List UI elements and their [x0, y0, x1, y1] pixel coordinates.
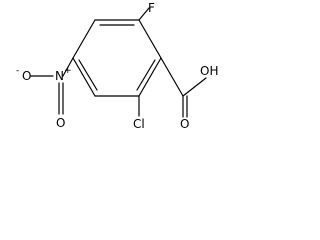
carbonyl-oxygen-label: O — [180, 117, 189, 131]
molecule-drawing: F Cl OH O N + O - O — [16, 1, 218, 131]
carboxyl-carbon-bond — [160, 57, 184, 97]
ring-bond-bottom-right — [138, 57, 162, 97]
ring-double-bond-left — [78, 59, 98, 91]
chlorine-label: Cl — [133, 117, 145, 131]
ring-bond-top-right — [138, 19, 162, 59]
nitro-oxygen-charge: - — [16, 66, 19, 76]
carboxyl-oh-bond — [182, 77, 207, 97]
substituent-bonds — [30, 7, 207, 118]
atom-labels: F Cl OH O N + O - O — [16, 1, 218, 131]
fluorine-label: F — [148, 1, 155, 15]
ring-double-bond-right — [136, 59, 156, 91]
nitro-double-oxygen-label: O — [56, 116, 65, 130]
nitro-oxygen-label: O — [22, 69, 31, 83]
fluoro-bond — [138, 7, 150, 21]
carboxyl-oh-label: OH — [200, 64, 218, 78]
structure-diagram: F Cl OH O N + O - O — [0, 0, 237, 137]
ring-bond-bottom-left — [72, 57, 96, 97]
ring-bond-top-left — [72, 19, 96, 59]
nitro-nitrogen-label: N — [55, 69, 64, 83]
nitro-nitrogen-charge: + — [64, 66, 72, 76]
benzene-ring — [72, 19, 162, 97]
nitro-bond — [62, 57, 74, 77]
